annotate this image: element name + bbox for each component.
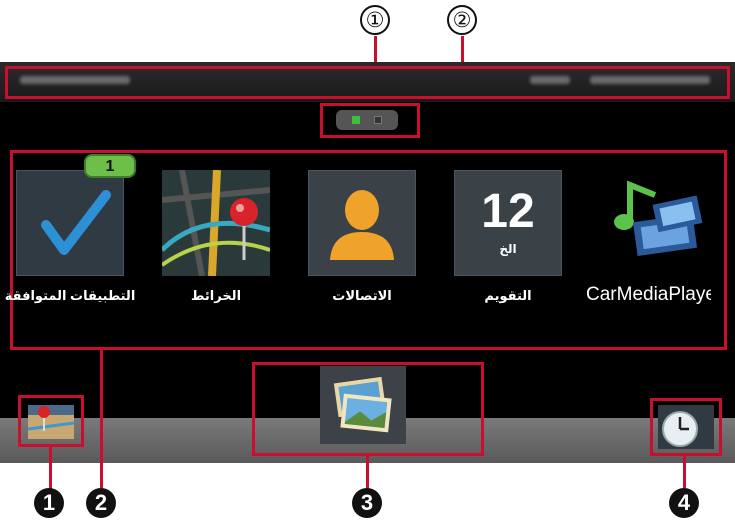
dock-center-highlight [252, 362, 484, 456]
leader-line-b1 [49, 447, 52, 489]
page-indicator[interactable] [336, 110, 398, 130]
app-area-highlight [10, 150, 727, 350]
navigation-shortcut-icon [27, 406, 75, 439]
dock-clock[interactable] [658, 405, 714, 449]
clock-icon [662, 411, 698, 447]
app-calendar[interactable]: 12 الخ [454, 170, 562, 276]
photo-gallery-icon [333, 376, 392, 433]
app-label-calendar: التقويم [484, 288, 532, 303]
app-badge: 1 [84, 154, 136, 178]
app-compatible-apps[interactable] [16, 170, 124, 276]
leader-line-b3 [366, 456, 369, 488]
page-dot-active [352, 116, 360, 124]
app-label-carmediaplayer: CarMediaPlaye [586, 284, 711, 305]
dock-left-highlight [18, 395, 84, 447]
contact-icon [330, 190, 394, 260]
map-icon [162, 170, 270, 276]
app-contacts[interactable] [308, 170, 416, 276]
app-label-maps: الخرائط [190, 288, 242, 303]
callout-1-top: ① [360, 5, 390, 35]
callout-1-bottom: 1 [34, 488, 64, 518]
app-label-contacts: الاتصالات [332, 288, 392, 303]
app-maps[interactable] [162, 170, 270, 276]
calendar-day-label: الخ [499, 242, 517, 256]
dock-right-highlight [650, 398, 722, 456]
dock-photo-gallery[interactable] [320, 366, 406, 444]
music-note-icon [614, 180, 703, 257]
dock-navigation-shortcut[interactable] [27, 405, 75, 439]
app-carmediaplayer[interactable] [600, 170, 710, 276]
page-indicator-highlight [320, 103, 420, 138]
calendar-icon: 12 [481, 185, 535, 238]
callout-3-bottom: 3 [352, 488, 382, 518]
leader-line-b4 [683, 456, 686, 488]
check-icon [41, 190, 111, 255]
leader-line-b2 [100, 350, 103, 488]
callout-2-bottom: 2 [86, 488, 116, 518]
leader-line-1 [374, 36, 377, 66]
status-bar-highlight [5, 66, 730, 99]
callout-4-bottom: 4 [669, 488, 699, 518]
callout-2-top: ② [447, 5, 477, 35]
page-dot-inactive [374, 116, 382, 124]
app-label-compatible-apps: التطبيقات المتوافقة [4, 288, 136, 303]
app-badge-count: 1 [105, 158, 115, 175]
